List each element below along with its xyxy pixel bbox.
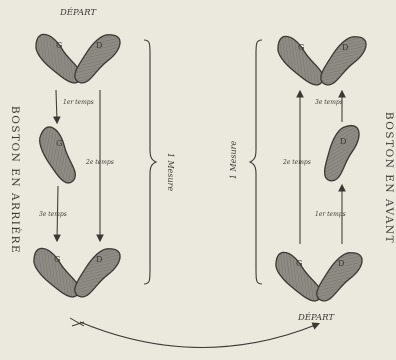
left-measure-label: 1 Mesure [166,153,175,192]
right-title: BOSTON EN AVANT [383,112,395,244]
svg-text:D: D [342,43,348,52]
right-measure-brace [250,40,262,284]
right-step2-label: 2e temps [282,159,311,166]
svg-text:G: G [54,255,60,264]
svg-text:G: G [296,259,302,268]
left-step1-label: 1er temps [63,99,94,106]
left-top-right-foot-icon: D [68,28,125,88]
svg-text:D: D [338,259,344,268]
left-measure-brace [144,40,156,284]
left-depart-label: DÉPART [59,6,97,18]
transition-arrow [80,322,318,348]
svg-text:G: G [298,43,304,52]
right-top-left-foot-icon: G [271,32,328,92]
svg-text:D: D [340,137,346,146]
right-top-right-foot-icon: D [314,30,371,90]
right-step1-label: 1er temps [315,211,346,218]
svg-text:D: D [96,41,102,50]
transition-arrow-tail-icon [70,318,84,326]
svg-text:D: D [96,255,102,264]
svg-text:G: G [56,139,62,148]
right-middle-foot-icon: D [317,120,363,184]
svg-text:G: G [56,41,62,50]
right-measure-label: 1 Mesure [229,141,238,180]
left-step2-label: 2e temps [85,159,114,166]
right-step3-label: 3e temps [315,99,343,106]
left-middle-foot-icon: G [34,124,80,188]
left-step1-arrow [56,90,57,122]
right-bottom-right-foot-icon: D [310,246,367,306]
left-title: BOSTON EN ARRIÈRE [9,106,23,254]
left-bottom-right-foot-icon: D [68,242,125,302]
right-bottom-left-foot-icon: G [269,248,326,308]
left-step3-label: 3e temps [39,211,67,218]
left-bottom-left-foot-icon: G [27,244,84,304]
right-depart-label: DÉPART [297,311,335,323]
